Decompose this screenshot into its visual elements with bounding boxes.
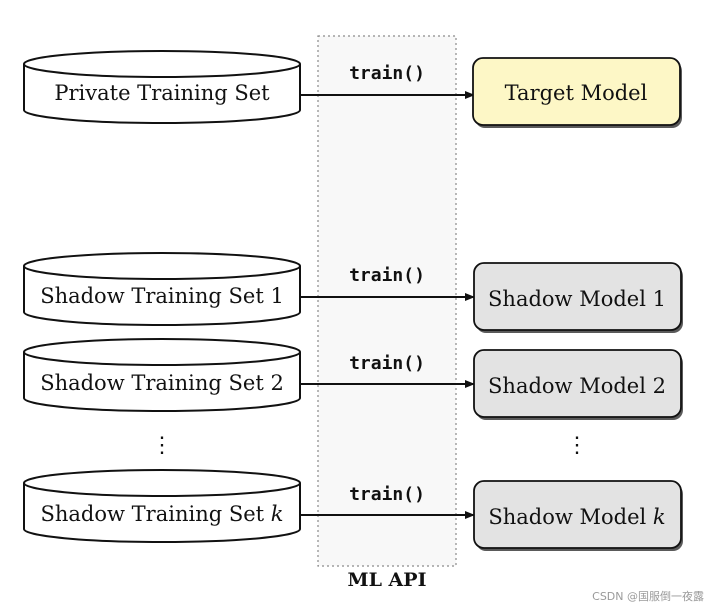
train-call-label: train()	[349, 484, 425, 505]
dataset-label: Shadow Training Set 1	[40, 284, 284, 308]
dataset-label: Private Training Set	[54, 81, 270, 105]
dataset-shadow-training-set-k: Shadow Training Set k	[23, 469, 301, 543]
dataset-label: Shadow Training Set 2	[40, 371, 284, 395]
dataset-shadow-training-set-1: Shadow Training Set 1	[23, 252, 301, 326]
model-box-fill	[473, 262, 682, 331]
train-call-label: train()	[349, 353, 425, 374]
shadow-model-1-box: Shadow Model 1	[473, 262, 683, 333]
ellipsis-datasets: ⋮	[151, 433, 173, 458]
dataset-label-prefix: Shadow Training Set	[41, 502, 271, 526]
ml-api-region	[317, 35, 457, 567]
model-box-fill	[472, 57, 681, 126]
dataset-shadow-training-set-2: Shadow Training Set 2	[23, 338, 301, 412]
model-label: Shadow Model k	[488, 505, 665, 529]
model-label: Shadow Model 2	[488, 374, 666, 398]
ml-api-label: ML API	[348, 569, 427, 591]
ellipsis-models: ⋮	[566, 433, 588, 458]
dataset-label-variable: k	[271, 502, 284, 526]
model-label: Shadow Model 1	[488, 287, 666, 311]
target-model-box: Target Model	[472, 57, 682, 128]
watermark: CSDN @国服倒一夜露	[592, 589, 704, 603]
model-label-variable: k	[653, 505, 666, 529]
model-box-fill	[473, 349, 682, 418]
model-label-prefix: Shadow Model	[488, 505, 653, 529]
train-call-label: train()	[349, 63, 425, 84]
model-box-fill	[473, 480, 682, 549]
dataset-label: Shadow Training Set k	[41, 502, 284, 526]
shadow-model-k-box: Shadow Model k	[473, 480, 683, 551]
dataset-private-training-set: Private Training Set	[23, 50, 301, 124]
shadow-model-2-box: Shadow Model 2	[473, 349, 683, 420]
model-label: Target Model	[505, 81, 648, 105]
train-call-label: train()	[349, 265, 425, 286]
